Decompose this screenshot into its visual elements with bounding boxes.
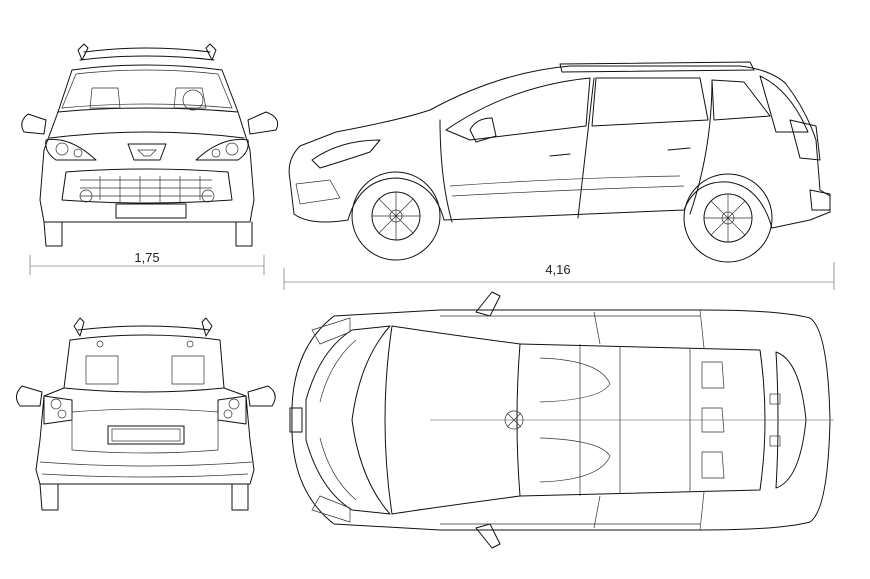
top-view bbox=[289, 291, 834, 549]
rear-view bbox=[16, 317, 276, 511]
width-dimension: 1,75 bbox=[29, 250, 265, 275]
width-dimension-label: 1,75 bbox=[134, 250, 159, 265]
length-dimension-label: 4,16 bbox=[545, 262, 570, 277]
length-dimension: 4,16 bbox=[283, 262, 835, 290]
front-view bbox=[21, 43, 279, 247]
side-view bbox=[288, 61, 831, 263]
